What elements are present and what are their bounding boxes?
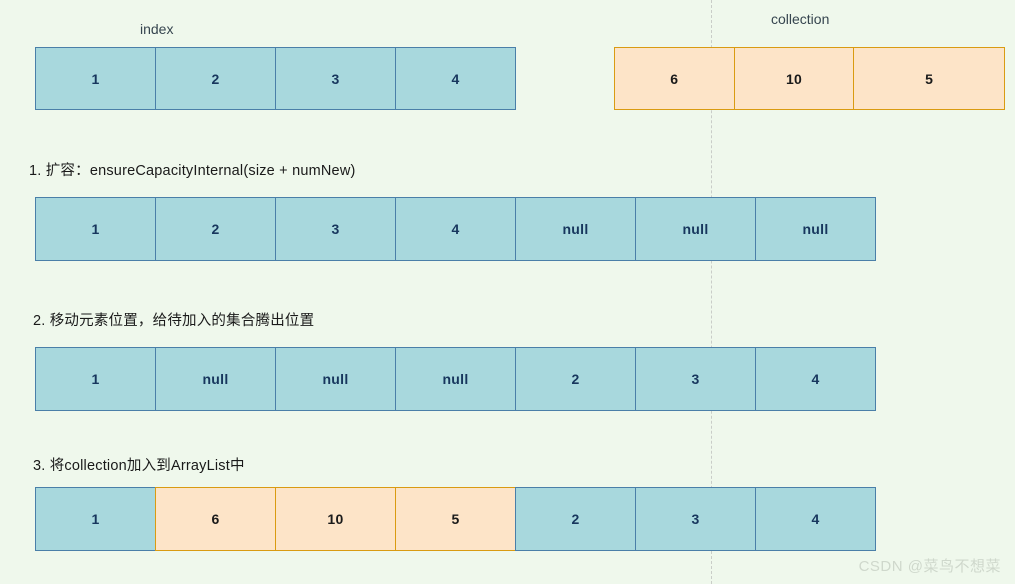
array-cell: 3 (635, 487, 756, 551)
array-cell: null (635, 197, 756, 261)
array-cell: 1 (35, 487, 156, 551)
label-collection: collection (771, 11, 830, 27)
watermark: CSDN @菜鸟不想菜 (858, 558, 1001, 575)
array-cell: 10 (275, 487, 396, 551)
array-cell: 6 (155, 487, 276, 551)
array-cell: null (275, 347, 396, 411)
array-cell: null (755, 197, 876, 261)
array-cell: null (395, 347, 516, 411)
array-cell: 2 (515, 347, 636, 411)
array-cell: 2 (515, 487, 636, 551)
array-cell: 2 (155, 197, 276, 261)
array-cell: 4 (755, 347, 876, 411)
array-cell: 4 (395, 197, 516, 261)
caption-step-2: 2. 移动元素位置，给待加入的集合腾出位置 (33, 313, 315, 329)
array-cell: 5 (853, 47, 1005, 110)
caption-step-3: 3. 将collection加入到ArrayList中 (33, 458, 245, 474)
array-cell: 3 (635, 347, 756, 411)
array-cell: 1 (35, 197, 156, 261)
array-cell: 10 (733, 47, 855, 110)
caption-step-1: 1. 扩容：ensureCapacityInternal(size + numN… (29, 163, 356, 179)
label-index: index (140, 21, 174, 37)
array-cell: 1 (35, 47, 156, 110)
array-cell: 1 (35, 347, 156, 411)
array-cell: null (155, 347, 276, 411)
array-cell: 3 (275, 47, 396, 110)
array-cell: 6 (614, 47, 735, 110)
array-cell: 4 (395, 47, 516, 110)
array-cell: 4 (755, 487, 876, 551)
array-cell: null (515, 197, 636, 261)
vertical-dashed-divider (711, 0, 712, 584)
array-cell: 3 (275, 197, 396, 261)
array-cell: 2 (155, 47, 276, 110)
array-cell: 5 (395, 487, 516, 551)
